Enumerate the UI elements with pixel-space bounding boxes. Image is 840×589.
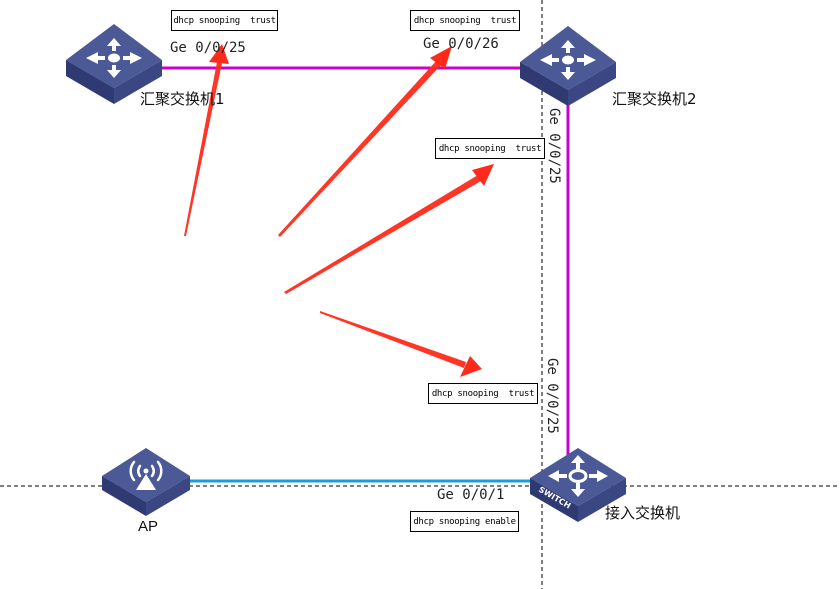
note-agg2-trust-top: dhcp snooping trust [410, 10, 520, 31]
port-label-access-ge1: Ge 0/0/1 [437, 487, 505, 503]
aggregation-switch-2-icon[interactable] [520, 26, 616, 106]
device-label-agg2: 汇聚交换机2 [612, 90, 697, 108]
arrow-to-agg1-ge25 [184, 44, 229, 236]
access-point-icon[interactable] [102, 448, 190, 516]
port-label-access-ge25: Ge 0/0/25 [544, 358, 560, 434]
device-label-agg1: 汇聚交换机1 [140, 90, 225, 108]
arrow-to-access-ge25 [320, 311, 482, 377]
note-agg2-trust-side: dhcp snooping trust [435, 138, 545, 159]
note-access-enable: dhcp snooping enable [410, 511, 519, 532]
port-label-agg1-ge25: Ge 0/0/25 [170, 40, 246, 56]
aggregation-switch-1-icon[interactable] [66, 24, 162, 104]
device-label-access: 接入交换机 [605, 504, 681, 522]
arrow-to-agg2-ge26 [278, 46, 452, 237]
access-switch-icon[interactable]: SWITCH [530, 448, 626, 522]
note-access-trust: dhcp snooping trust [428, 383, 538, 404]
arrow-to-agg2-ge25 [284, 164, 494, 294]
port-label-agg2-ge26: Ge 0/0/26 [423, 36, 499, 52]
device-label-ap: AP [138, 518, 159, 535]
port-label-agg2-ge25: Ge 0/0/25 [546, 108, 562, 184]
note-agg1-trust: dhcp snooping trust [171, 10, 278, 31]
